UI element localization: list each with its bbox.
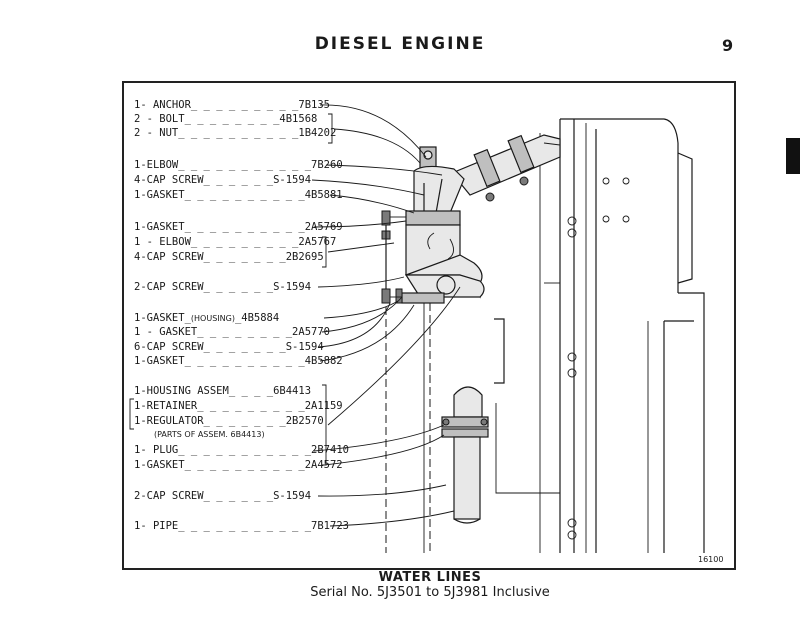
part-label: 1-GASKET_ _ _ _ _ _ _ _ _ _2A5769 xyxy=(134,221,343,233)
part-label: 4-CAP SCREW_ _ _ _ _ _S-1594 xyxy=(134,174,311,186)
water-lines-diagram: 1- ANCHOR_ _ _ _ _ _ _ _ _7B135 2 - BOLT… xyxy=(129,99,723,564)
part-label: 1-GASKET_ _ _ _ _ _ _ _ _ _4B5881 xyxy=(134,189,343,201)
part-label: 1 - ELBOW_ _ _ _ _ _ _ _ _2A5767 xyxy=(134,236,336,248)
figure-number: 16100 xyxy=(698,555,723,564)
part-label: 1-GASKET_(HOUSING)_4B5884 xyxy=(134,312,279,324)
part-label: 2 - BOLT_ _ _ _ _ _ _ _4B1568 xyxy=(134,113,317,125)
part-label: 1-REGULATOR_ _ _ _ _ _ _2B2570 xyxy=(134,415,324,427)
part-label: 1- PLUG_ _ _ _ _ _ _ _ _ _ _2B7410 xyxy=(134,444,349,456)
engine-block-drawing xyxy=(385,118,705,553)
bracket-retainer-regulator xyxy=(129,398,134,430)
figure-caption-title: WATER LINES xyxy=(378,570,482,585)
part-label: 4-CAP SCREW_ _ _ _ _ _ _2B2695 xyxy=(134,251,324,263)
part-label: 1- ANCHOR_ _ _ _ _ _ _ _ _7B135 xyxy=(134,99,330,111)
part-label: 1-GASKET_ _ _ _ _ _ _ _ _ _2A4572 xyxy=(134,459,343,471)
figure-caption-subtitle: Serial No. 5J3501 to 5J3981 Inclusive xyxy=(310,585,550,600)
page-tab-marker xyxy=(786,138,800,174)
assembly-note: (PARTS OF ASSEM. 6B4413) xyxy=(154,430,265,439)
parts-list: 1- ANCHOR_ _ _ _ _ _ _ _ _7B135 2 - BOLT… xyxy=(129,99,349,532)
leader-lines xyxy=(311,104,461,527)
bracket-bolt-nut xyxy=(328,113,333,144)
page-title: DIESEL ENGINE xyxy=(314,34,486,54)
bracket-elbow xyxy=(322,236,327,268)
lower-pipe-drawing xyxy=(441,386,489,524)
part-label: 6-CAP SCREW_ _ _ _ _ _ _S-1594 xyxy=(134,341,324,353)
part-label: 2 - NUT_ _ _ _ _ _ _ _ _ _1B4202 xyxy=(134,127,336,139)
part-label: 1-ELBOW_ _ _ _ _ _ _ _ _ _ _7B260 xyxy=(134,159,343,171)
part-label: 1-GASKET_ _ _ _ _ _ _ _ _ _4B5882 xyxy=(134,355,343,367)
part-label: 2-CAP SCREW_ _ _ _ _ _S-1594 xyxy=(134,281,311,293)
page-number: 9 xyxy=(722,36,734,55)
part-label: 1-HOUSING ASSEM_ _ _ _6B4413 xyxy=(134,385,311,397)
figure-frame: 1- ANCHOR_ _ _ _ _ _ _ _ _7B135 2 - BOLT… xyxy=(122,81,736,570)
part-label: 1- PIPE_ _ _ _ _ _ _ _ _ _ _7B1723 xyxy=(134,520,349,532)
part-label: 1-RETAINER_ _ _ _ _ _ _ _ _2A1159 xyxy=(134,400,343,412)
part-label: 1 - GASKET_ _ _ _ _ _ _ _2A5770 xyxy=(134,326,330,338)
part-label: 2-CAP SCREW_ _ _ _ _ _S-1594 xyxy=(134,490,311,502)
upper-hose-drawing xyxy=(451,134,561,202)
thermostat-housing-drawing xyxy=(381,210,485,304)
anchor-and-elbow-drawing xyxy=(413,146,465,214)
